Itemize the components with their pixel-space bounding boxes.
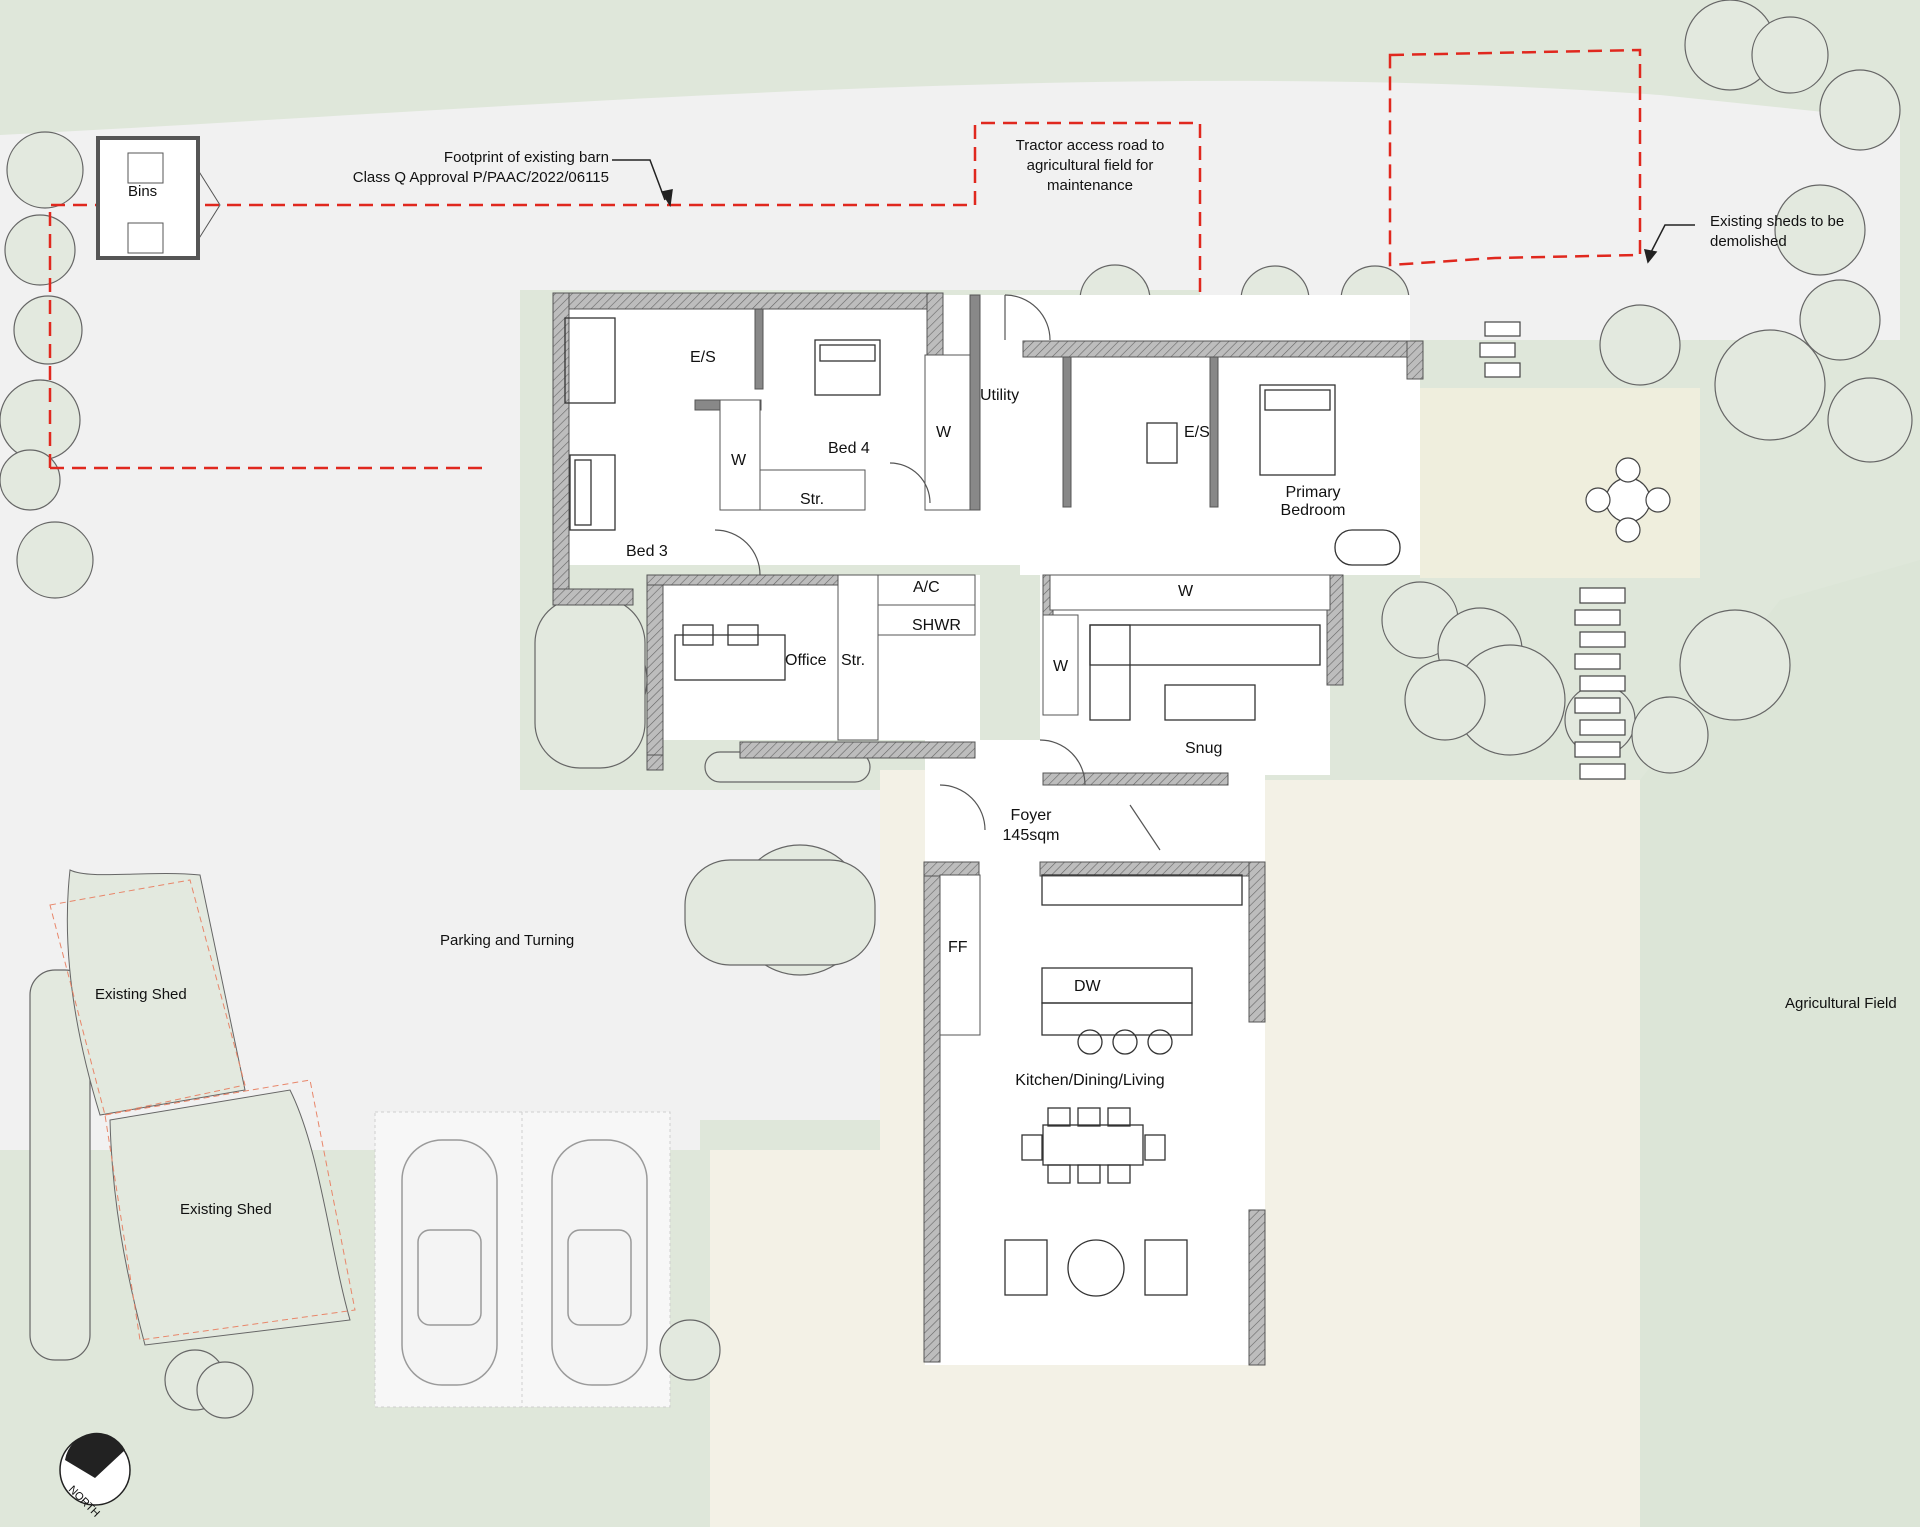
parking-label: Parking and Turning [440,932,574,949]
barn-footprint-label-line1: Footprint of existing barn [444,149,609,166]
sheds-demolish-label-line1: Existing sheds to be [1710,213,1844,230]
leader-lines [612,159,1695,264]
barn-footprint-label-line2: Class Q Approval P/PAAC/2022/06115 [353,169,609,186]
garden-furniture [1479,321,1671,780]
room-labels: E/S Bed 4 W W Bed 3 Str. Utility E/S Pri… [626,349,1345,1089]
tractor-label-line2: agricultural field for [1027,157,1154,174]
room-primary-line2: Bedroom [1281,502,1346,519]
room-bed4: Bed 4 [828,440,870,457]
existing-shed-b-label: Existing Shed [180,1201,272,1218]
hedges [29,597,876,1361]
tractor-label-line3: maintenance [1047,177,1133,194]
room-snug: Snug [1185,740,1222,757]
parked-cars [401,1139,648,1386]
room-str-office: Str. [841,652,865,669]
room-utility: Utility [980,387,1019,404]
sheds-demolish-label-line2: demolished [1710,233,1787,250]
room-shwr: SHWR [912,617,961,634]
room-w-bed3: W [731,452,747,469]
room-foyer-line1: Foyer [1011,807,1053,824]
room-ac: A/C [913,579,940,596]
room-office: Office [785,652,827,669]
room-es-left: E/S [690,349,716,366]
room-primary-line1: Primary [1285,484,1340,501]
north-arrow [59,1432,131,1506]
room-w-primary: W [1178,583,1194,600]
room-str-top: Str. [800,491,824,508]
house-walls [552,292,1424,1366]
bins-store [96,136,221,260]
existing-shed-a-label: Existing Shed [95,986,187,1003]
room-w-snug: W [1053,658,1069,675]
room-foyer-line2: 145sqm [1003,827,1060,844]
existing-sheds-outline [49,869,356,1346]
room-w-bed4: W [936,424,952,441]
tractor-label-line1: Tractor access road to [1016,137,1165,154]
room-dw: DW [1074,978,1102,995]
agricultural-field-label: Agricultural Field [1785,995,1897,1012]
room-es-right: E/S [1184,424,1210,441]
doors [714,294,1161,851]
house-furniture [564,317,1401,1297]
room-kitchen: Kitchen/Dining/Living [1015,1072,1164,1089]
room-ff: FF [948,939,968,956]
bins-label: Bins [128,183,157,200]
room-bed3: Bed 3 [626,543,668,560]
